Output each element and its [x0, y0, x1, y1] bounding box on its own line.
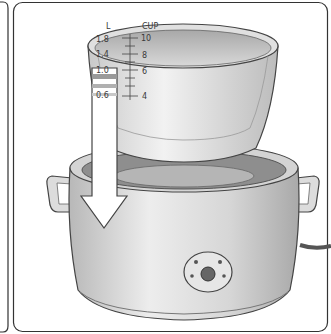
- pot-inner-wall: [98, 56, 268, 140]
- measuring-scale: [122, 34, 138, 100]
- pot-interior: [95, 30, 271, 66]
- pot-rim: [88, 24, 278, 68]
- indicator-light: [222, 274, 226, 278]
- indicator-light: [190, 274, 194, 278]
- scale-label: 1.8: [96, 35, 109, 44]
- scale-label: 6: [142, 67, 147, 76]
- control-panel: [184, 252, 232, 292]
- adjacent-panel-edge: [0, 2, 8, 332]
- indicator-light: [218, 260, 222, 264]
- control-knob: [201, 267, 215, 281]
- scale-label: 1.4: [96, 50, 109, 59]
- arrow-stripe: [92, 84, 117, 88]
- scale-label: 10: [141, 34, 151, 43]
- scale-label: CUP: [142, 22, 158, 31]
- scale-label: 4: [142, 92, 147, 101]
- scale-label: 8: [142, 51, 147, 60]
- scale-label: 0.6: [96, 91, 109, 100]
- indicator-light: [194, 260, 198, 264]
- scale-label: L: [106, 22, 110, 31]
- heating-plate: [114, 165, 254, 187]
- power-cord: [300, 245, 331, 248]
- panel-frame: [14, 3, 328, 332]
- scale-label: 1.0: [96, 66, 109, 75]
- insert-arrow: [81, 68, 127, 228]
- body-base-line: [80, 292, 288, 314]
